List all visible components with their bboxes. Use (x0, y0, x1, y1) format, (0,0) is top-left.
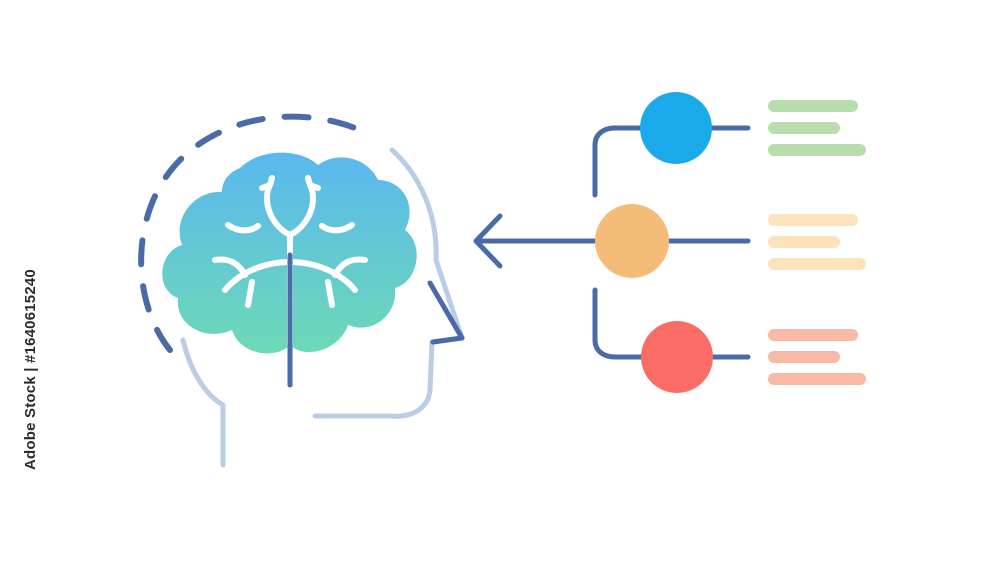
head-profile-icon (180, 147, 465, 468)
connector-bracket (592, 125, 751, 360)
arrow-left-icon (473, 213, 603, 269)
node-red (641, 321, 713, 393)
text-lines-yellow (768, 214, 866, 270)
node-blue (640, 92, 712, 164)
brain-icon (162, 152, 417, 388)
dashed-orbit (138, 113, 363, 353)
stock-watermark-label: Adobe Stock | #1640615240 (22, 269, 39, 470)
text-lines-green (768, 100, 866, 156)
node-orange (595, 204, 669, 278)
text-lines-red (768, 329, 866, 385)
